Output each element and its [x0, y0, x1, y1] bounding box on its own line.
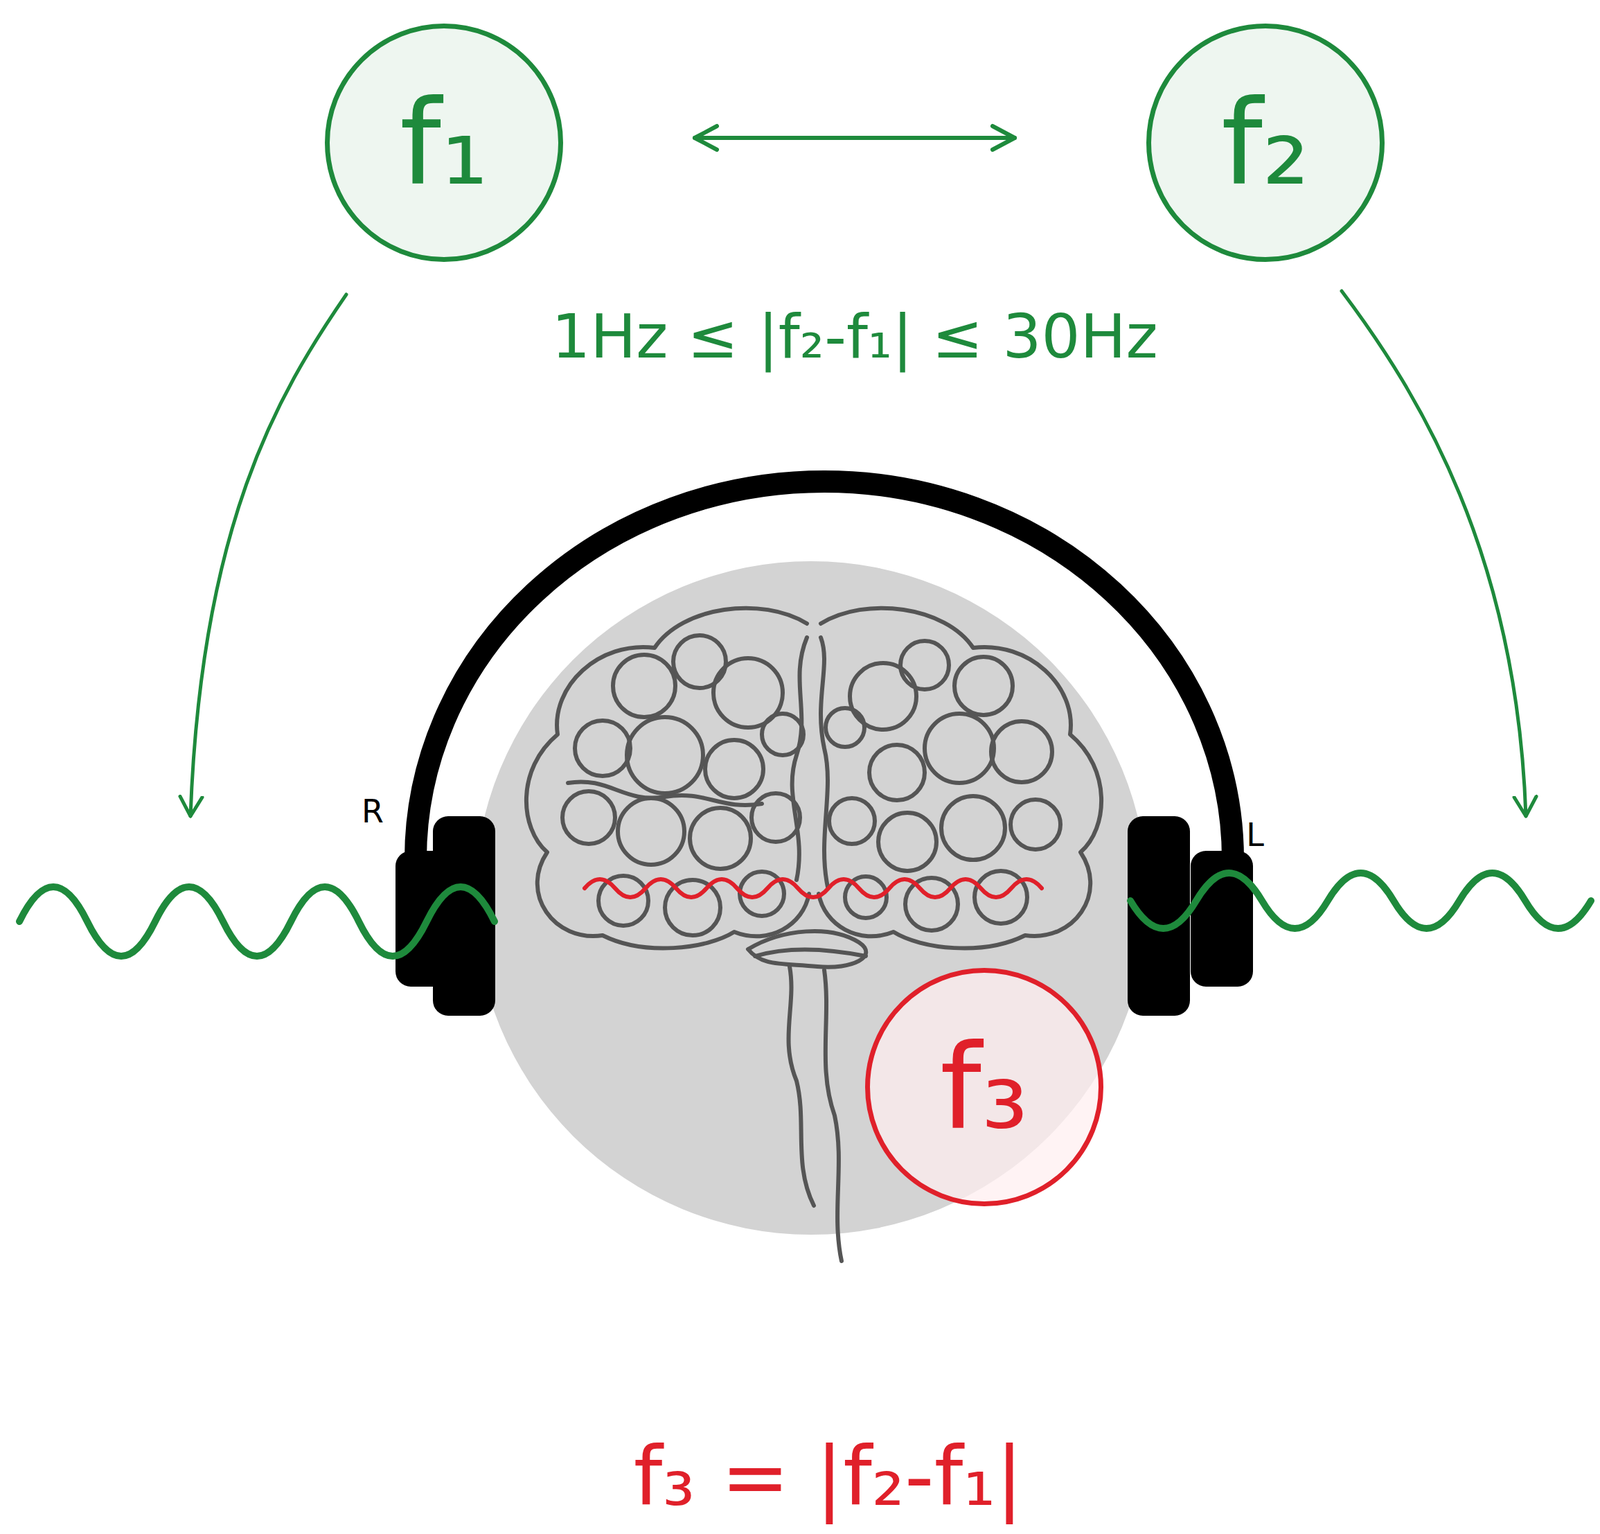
- beat-equation: f₃ = |f₂-f₁|: [633, 1431, 1024, 1522]
- ear-label: L: [1246, 817, 1265, 853]
- frequency-symbol: f₁: [399, 83, 489, 202]
- beat-wave: [584, 878, 1042, 897]
- frequency-symbol: f₂: [1221, 83, 1310, 202]
- head-circle: [474, 561, 1148, 1235]
- double-arrow: [694, 135, 1015, 140]
- tone-wave: [19, 886, 495, 956]
- signal-arrow: [190, 294, 347, 816]
- frequency-circle: f₁: [324, 23, 564, 262]
- earcup: [395, 815, 1253, 1016]
- signal-arrow: [1341, 290, 1526, 816]
- tone-wave: [1130, 872, 1591, 929]
- frequency-symbol: f₃: [939, 1027, 1029, 1146]
- ear-label: R: [361, 793, 384, 830]
- frequency-circle: f₂: [1146, 23, 1385, 262]
- range-equation: 1Hz ≤ |f₂-f₁| ≤ 30Hz: [551, 303, 1159, 371]
- frequency-circle: f₃: [865, 967, 1104, 1206]
